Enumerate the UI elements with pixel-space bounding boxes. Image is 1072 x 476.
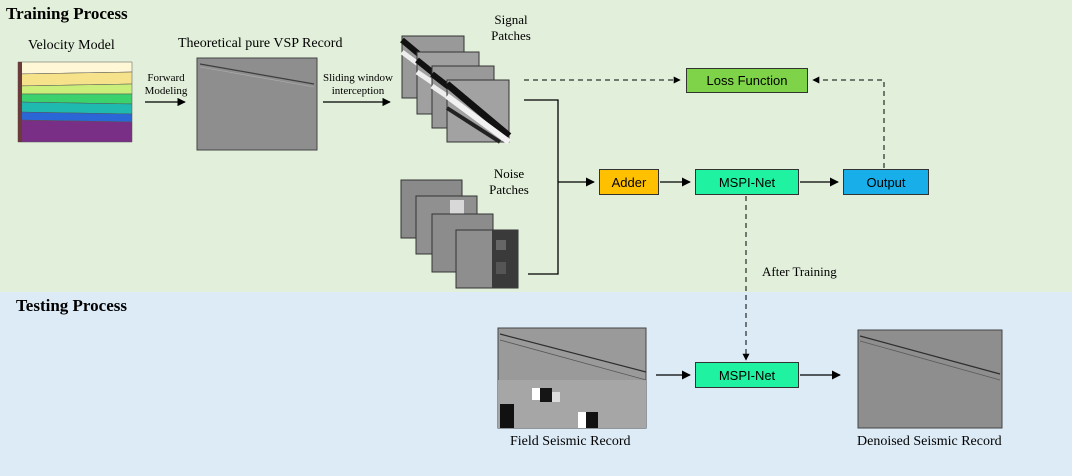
noise-patches-line-2: Patches bbox=[489, 182, 529, 197]
testing-process-title: Testing Process bbox=[16, 296, 127, 315]
signal-patches-line-2: Patches bbox=[491, 28, 531, 43]
denoised-record-label: Denoised Seismic Record bbox=[857, 434, 1002, 449]
loss-function-box: Loss Function bbox=[686, 68, 808, 93]
output-box: Output bbox=[843, 169, 929, 195]
sliding-window-line-2: interception bbox=[331, 85, 385, 97]
adder-box: Adder bbox=[599, 169, 659, 195]
forward-modeling-label: Forward Modeling bbox=[138, 72, 194, 98]
mspinet-train-box: MSPI-Net bbox=[695, 169, 799, 195]
signal-patches-line-1: Signal bbox=[494, 12, 528, 27]
noise-patches-line-1: Noise bbox=[493, 166, 525, 181]
forward-modeling-line-1: Forward bbox=[147, 72, 185, 84]
training-process-title: Training Process bbox=[6, 4, 128, 23]
signal-patches-label: Signal Patches bbox=[476, 12, 546, 44]
noise-patches-label: Noise Patches bbox=[474, 166, 544, 198]
mspinet-test-box: MSPI-Net bbox=[695, 362, 799, 388]
after-training-label: After Training bbox=[762, 264, 837, 279]
field-record-label: Field Seismic Record bbox=[510, 434, 631, 449]
velocity-model-label: Velocity Model bbox=[28, 38, 115, 53]
forward-modeling-line-2: Modeling bbox=[144, 85, 188, 97]
sliding-window-line-1: Sliding window bbox=[323, 72, 393, 84]
sliding-window-label: Sliding window interception bbox=[318, 72, 398, 98]
vsp-record-label: Theoretical pure VSP Record bbox=[178, 36, 343, 51]
